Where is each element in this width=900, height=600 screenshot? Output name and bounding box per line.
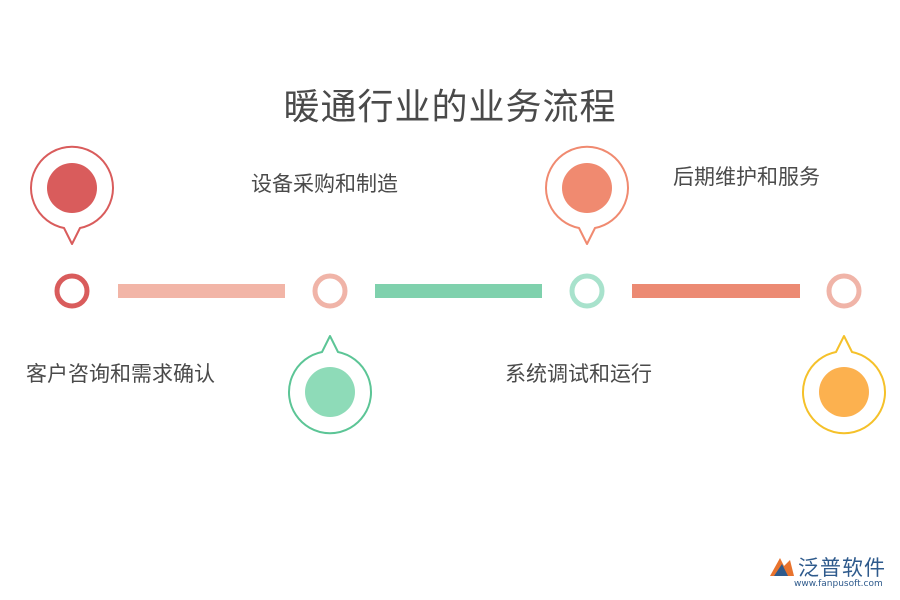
brand-logo: 泛普软件 www.fanpusoft.com <box>768 552 894 596</box>
logo-url: www.fanpusoft.com <box>794 579 883 589</box>
timeline-node-1 <box>54 273 90 309</box>
connector-bar-2 <box>375 284 542 298</box>
timeline-node-4 <box>826 273 862 309</box>
step-2-dot <box>305 367 355 417</box>
step-4-label: 后期维护和服务 <box>673 165 820 189</box>
connector-bar-1 <box>118 284 285 298</box>
connector-bar-3 <box>632 284 800 298</box>
timeline-node-2 <box>312 273 348 309</box>
step-4-dot <box>819 367 869 417</box>
step-1-dot <box>47 163 97 213</box>
step-1-label: 客户咨询和需求确认 <box>26 362 215 386</box>
page-title: 暖通行业的业务流程 <box>283 87 617 128</box>
logo-name: 泛普软件 <box>798 556 886 580</box>
step-3-label: 系统调试和运行 <box>505 362 652 386</box>
logo-mark-icon <box>770 558 794 576</box>
step-2-label: 设备采购和制造 <box>251 172 398 196</box>
step-3-dot <box>562 163 612 213</box>
timeline-node-3 <box>569 273 605 309</box>
